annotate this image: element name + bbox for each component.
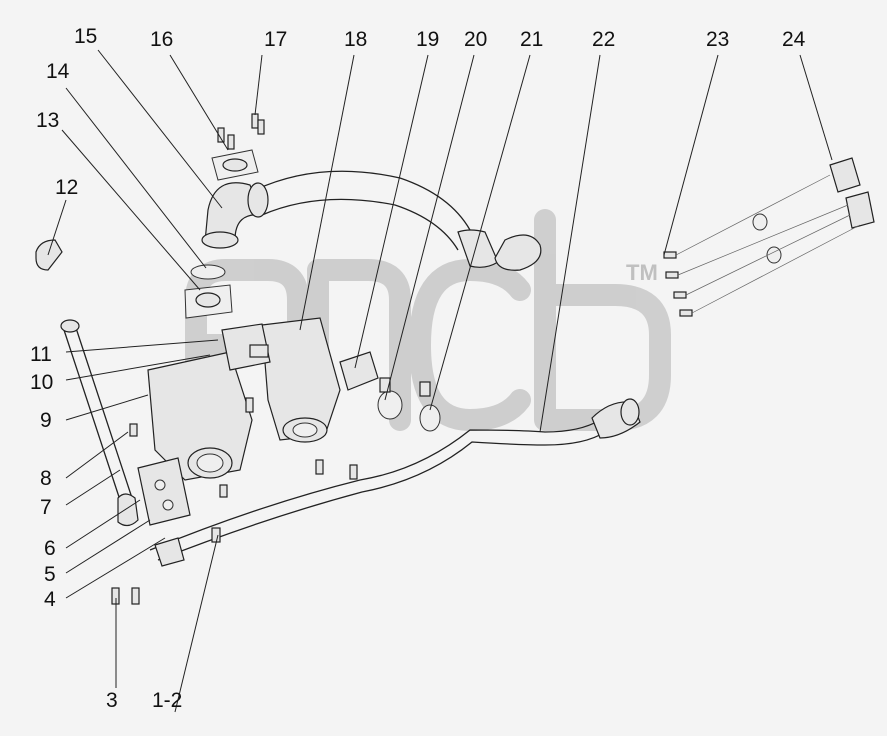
callout-17: 17	[264, 28, 288, 51]
trademark-mark: TM	[626, 260, 658, 285]
callout-7: 7	[40, 496, 52, 519]
leader-lines	[47, 49, 833, 713]
callout-15: 15	[74, 25, 98, 48]
mounting-bracket	[339, 351, 379, 391]
callout-12: 12	[55, 176, 79, 199]
callout-1-2: 1-2	[152, 689, 183, 712]
callout-24: 24	[782, 28, 806, 51]
callout-10: 10	[30, 371, 54, 394]
callout-18: 18	[344, 28, 368, 51]
bolts-top	[217, 113, 265, 150]
outlet-flanges	[752, 157, 875, 264]
o-ring	[190, 264, 226, 280]
callout-13: 13	[36, 109, 60, 132]
small-bolts	[111, 397, 358, 605]
elbow-fitting	[35, 239, 63, 271]
callout-20: 20	[464, 28, 488, 51]
return-hose	[149, 398, 641, 567]
callout-9: 9	[40, 409, 52, 432]
callout-19: 19	[416, 28, 440, 51]
callout-8: 8	[40, 467, 52, 490]
callout-16: 16	[150, 28, 174, 51]
callout-22: 22	[592, 28, 616, 51]
manifold-block	[137, 457, 191, 526]
callout-4: 4	[44, 588, 56, 611]
callout-21: 21	[520, 28, 544, 51]
seal-rings	[377, 377, 441, 432]
pressure-hose	[60, 319, 139, 527]
callout-11: 11	[30, 343, 52, 366]
flange-upper	[211, 149, 259, 181]
callout-5: 5	[44, 563, 56, 586]
elbow-pipe	[201, 182, 269, 249]
callout-6: 6	[44, 537, 56, 560]
valve-block	[221, 323, 271, 371]
flange-lower	[184, 284, 233, 319]
flange-bolts	[663, 174, 861, 317]
callout-14: 14	[46, 60, 70, 83]
callout-23: 23	[706, 28, 730, 51]
pump-left	[147, 351, 253, 481]
callout-3: 3	[106, 689, 118, 712]
upper-suction-hose	[254, 170, 542, 271]
pump-right	[261, 317, 341, 443]
